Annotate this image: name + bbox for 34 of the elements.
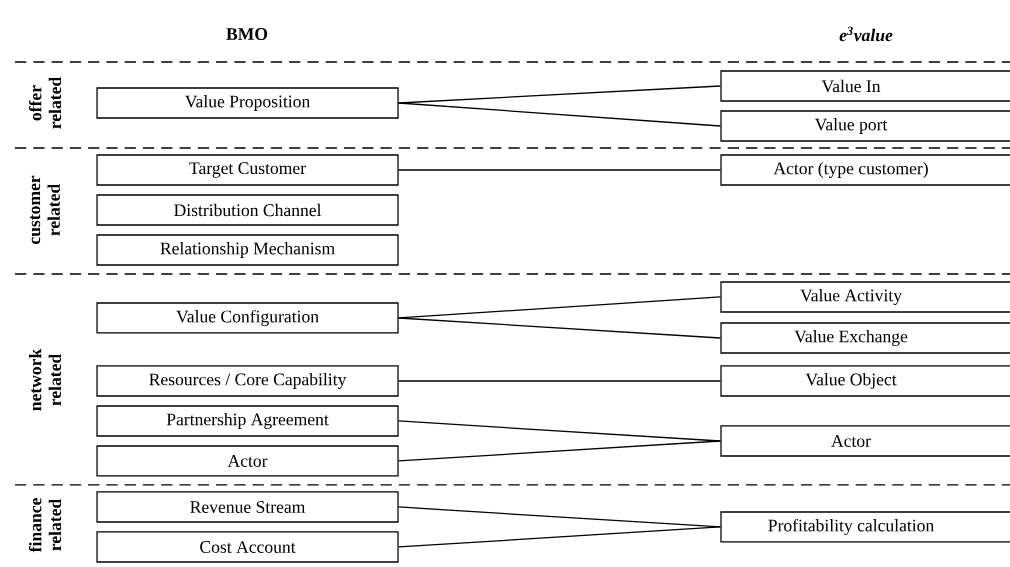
connector-line [398,526,721,548]
mapping-box: Profitability calculation [720,511,1010,543]
concept-box: Cost Account [96,531,399,563]
mapping-box: Value Activity [720,281,1010,313]
section-label: customer related [30,175,60,245]
section-label: network related [29,348,62,411]
connector-line [398,420,721,442]
section-label: finance related [28,498,62,553]
concept-box: Value Proposition [96,87,399,119]
mapping-box: Actor [720,425,1010,457]
connector-line [398,317,721,339]
connector-line [398,506,721,528]
connector-line [398,296,721,319]
section-label: offer related [28,77,62,129]
connector-line [398,380,721,382]
mapping-box: Value Exchange [720,322,1010,354]
mapping-box: Value Object [720,365,1010,397]
concept-box: Relationship Mechanism [96,234,399,266]
concept-box: Value Configuration [96,302,399,334]
concept-box: Distribution Channel [96,194,399,226]
column-heading: e$^{3}$value [839,26,893,42]
connector-line [398,102,721,127]
column-heading: BMO [226,28,268,40]
connector-line [398,169,721,171]
concept-box: Partnership Agreement [96,405,399,437]
concept-box: Resources / Core Capability [96,365,399,397]
mapping-box: Value In [720,70,1010,102]
concept-box: Actor [96,445,399,477]
mapping-box: Value port [720,110,1010,142]
mapping-box: Actor (type customer) [720,154,1010,186]
connector-line [398,440,721,462]
concept-box: Target Customer [96,154,399,186]
concept-box: Revenue Stream [96,491,399,523]
connector-line [398,85,721,104]
